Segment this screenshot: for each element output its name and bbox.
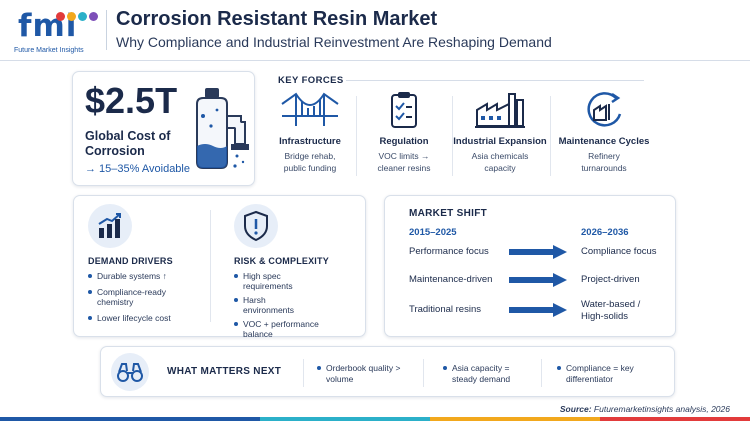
binoculars-icon-badge xyxy=(111,353,149,391)
demand-drivers-title: DEMAND DRIVERS xyxy=(88,256,173,266)
force-regulation: Regulation VOC limits → cleaner resins xyxy=(356,90,452,174)
arrow-right-icon xyxy=(509,245,567,259)
shield-alert-icon xyxy=(244,210,268,242)
growth-chart-icon xyxy=(98,213,121,238)
shift-from: Performance focus xyxy=(409,246,489,257)
stat-label: Global Cost of Corrosion xyxy=(85,129,171,158)
force-desc: VOC limits → cleaner resins xyxy=(377,151,431,173)
header-divider xyxy=(106,10,107,50)
binoculars-icon xyxy=(117,363,143,382)
force-name: Maintenance Cycles xyxy=(558,136,650,147)
force-desc: Bridge rehab, public funding xyxy=(283,151,337,173)
force-separator xyxy=(356,96,357,176)
stat-value: $2.5T xyxy=(85,80,178,121)
arrow-right-icon xyxy=(509,303,567,317)
shift-from: Traditional resins xyxy=(409,304,481,315)
bar-segment xyxy=(0,417,260,421)
list-item: Compliance-ready chemistry xyxy=(88,287,178,307)
list-item: High spec requirements xyxy=(234,271,314,291)
source-note: Source: Futuremarketinsights analysis, 2… xyxy=(560,404,730,414)
shield-alert-icon-badge xyxy=(234,204,278,248)
list-item: VOC + performance balance xyxy=(234,319,324,339)
shift-to: Water-based / High-solids xyxy=(581,299,641,322)
logo-name: Future Market Insights xyxy=(14,47,84,54)
demand-drivers-list: Durable systems ↑ Compliance-ready chemi… xyxy=(88,271,216,329)
period-from: 2015–2025 xyxy=(409,227,457,238)
arrow-right-icon xyxy=(509,273,567,287)
section-divider xyxy=(541,359,542,387)
list-item: Durable systems ↑ xyxy=(88,271,216,281)
header-rule xyxy=(0,60,750,61)
risk-complexity-title: RISK & COMPLEXITY xyxy=(234,256,329,266)
bar-segment xyxy=(600,417,750,421)
logo-dot-teal xyxy=(78,12,87,21)
what-matters-title: WHAT MATTERS NEXT xyxy=(167,366,282,377)
growth-chart-icon-badge xyxy=(88,204,132,248)
section-divider xyxy=(423,359,424,387)
global-cost-card: $2.5T Global Cost of Corrosion → 15–35% … xyxy=(72,71,255,186)
period-to: 2026–2036 xyxy=(581,227,629,238)
force-separator xyxy=(452,96,453,176)
list-item: Orderbook quality > volume xyxy=(317,363,407,385)
risk-complexity-list: High spec requirements Harsh environment… xyxy=(234,271,362,343)
stat-note: → 15–35% Avoidable xyxy=(85,163,190,175)
market-shift-title: MARKET SHIFT xyxy=(409,208,488,219)
force-name: Industrial Expansion xyxy=(453,136,547,147)
corroded-pipe-icon xyxy=(196,88,249,169)
bridge-icon xyxy=(281,92,339,126)
page-title: Corrosion Resistant Resin Market xyxy=(116,8,438,30)
force-desc: Asia chemicals capacity xyxy=(471,151,529,173)
shift-to: Project-driven xyxy=(581,274,640,285)
list-item: Compliance = key differentiator xyxy=(557,363,637,385)
logo-dot-red xyxy=(56,12,65,21)
market-shift-card: MARKET SHIFT 2015–2025 2026–2036 Perform… xyxy=(384,195,676,337)
bar-segment xyxy=(430,417,600,421)
page-subtitle: Why Compliance and Industrial Reinvestme… xyxy=(116,34,552,50)
list-item: Lower lifecycle cost xyxy=(88,313,216,323)
section-divider xyxy=(210,210,211,322)
force-desc: Refinery turnarounds xyxy=(581,151,627,173)
bar-segment xyxy=(260,417,430,421)
logo-dots xyxy=(56,8,100,26)
key-forces-rule xyxy=(346,80,644,81)
key-forces-title: KEY FORCES xyxy=(278,75,344,86)
force-name: Regulation xyxy=(379,136,429,147)
fmi-logo[interactable]: fmi Future Market Insights xyxy=(12,6,100,56)
list-item: Harsh environments xyxy=(234,295,306,315)
source-label: Source: xyxy=(559,404,592,414)
force-industrial-expansion: Industrial Expansion Asia chemicals capa… xyxy=(452,90,548,174)
drivers-risk-card: DEMAND DRIVERS Durable systems ↑ Complia… xyxy=(73,195,366,339)
header: fmi Future Market Insights Corrosion Res… xyxy=(0,0,750,62)
force-name: Infrastructure xyxy=(279,136,341,147)
logo-dot-purple xyxy=(89,12,98,21)
clipboard-check-icon xyxy=(391,92,417,128)
logo-dot-orange xyxy=(67,12,76,21)
logo-mark: fmi xyxy=(18,8,78,44)
list-item: Asia capacity = steady demand xyxy=(443,363,523,385)
force-separator xyxy=(550,96,551,176)
source-text: Futuremarketinsights analysis, 2026 xyxy=(593,404,730,414)
what-matters-next-card: WHAT MATTERS NEXT Orderbook quality > vo… xyxy=(100,346,675,397)
cycle-factory-icon xyxy=(587,92,622,127)
demand-drivers-section: DEMAND DRIVERS Durable systems ↑ Complia… xyxy=(74,196,214,336)
risk-complexity-section: RISK & COMPLEXITY High spec requirements… xyxy=(220,196,360,339)
section-divider xyxy=(303,359,304,387)
bottom-color-bar xyxy=(0,417,750,421)
shift-from: Maintenance-driven xyxy=(409,274,493,285)
force-infrastructure: Infrastructure Bridge rehab, public fund… xyxy=(262,90,358,174)
factory-icon xyxy=(475,93,525,128)
force-maintenance-cycles: Maintenance Cycles Refinery turnarounds xyxy=(556,90,652,174)
shift-to: Compliance focus xyxy=(581,246,657,257)
